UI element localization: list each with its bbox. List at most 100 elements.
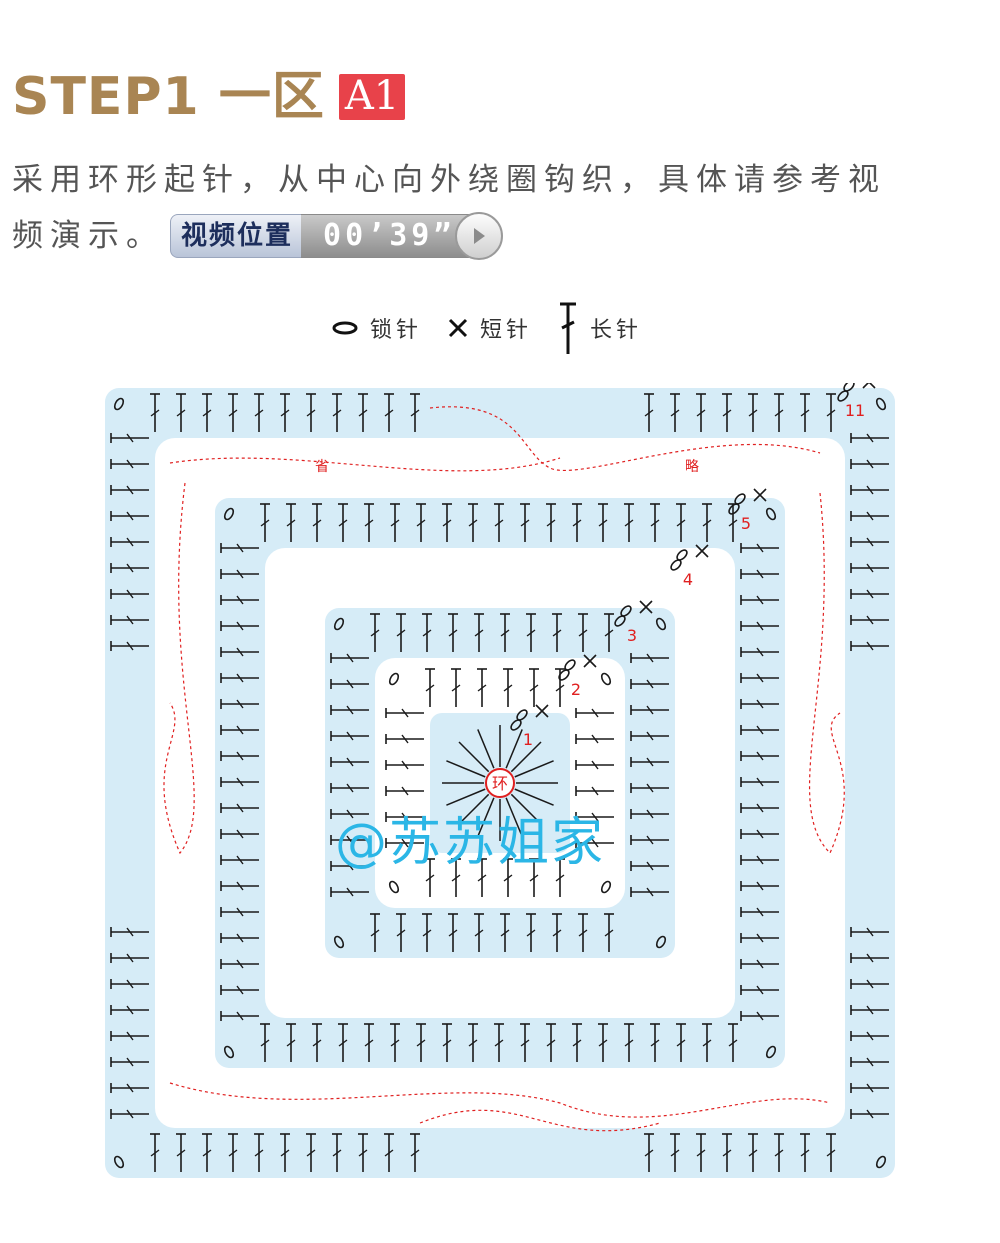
- dashed-swirl-top: [429, 406, 821, 472]
- dc-bar: [604, 629, 614, 637]
- dc-bar: [646, 783, 654, 793]
- round-number-11: 11: [845, 401, 865, 420]
- dc-bar: [422, 929, 432, 937]
- dc-bar: [756, 699, 764, 709]
- dc-bar: [286, 1039, 296, 1047]
- single-crochet: [862, 383, 876, 389]
- dc-bar: [236, 907, 244, 917]
- dc-bar: [254, 409, 264, 417]
- dc-bar: [644, 1149, 654, 1157]
- dc-bar: [228, 409, 238, 417]
- chain-stitch: [223, 1045, 235, 1059]
- chain-stitch: [765, 1045, 777, 1059]
- video-position-button[interactable]: 视频位置 00’39”: [170, 212, 504, 260]
- chain-stitch: [875, 1155, 887, 1169]
- dc-bar: [126, 459, 134, 469]
- dc-bar: [126, 615, 134, 625]
- dc-bar: [451, 684, 461, 692]
- dc-bar: [332, 409, 342, 417]
- radial-stitch: [477, 729, 495, 769]
- dc-bar: [676, 1039, 686, 1047]
- dc-bar: [866, 459, 874, 469]
- round-labels: 环1234511省略: [315, 401, 865, 793]
- video-position-label: 视频位置: [170, 214, 302, 258]
- dc-bar: [555, 684, 565, 692]
- dc-bar: [591, 786, 599, 796]
- dc-bar: [676, 519, 686, 527]
- radial-stitch: [505, 729, 523, 769]
- radial-stitch: [458, 741, 490, 773]
- play-icon[interactable]: [455, 212, 504, 260]
- magic-ring: [485, 768, 515, 798]
- dc-bar: [236, 881, 244, 891]
- dc-bar: [370, 629, 380, 637]
- single-crochet: [753, 488, 767, 502]
- dc-bar: [346, 679, 354, 689]
- dc-bar: [202, 1149, 212, 1157]
- chain-stitch: [837, 390, 849, 402]
- dc-bar: [442, 1039, 452, 1047]
- dc-bar: [756, 855, 764, 865]
- dc-bar: [624, 1039, 634, 1047]
- dc-bar: [410, 1149, 420, 1157]
- dc-bar: [604, 929, 614, 937]
- dc-bar: [572, 519, 582, 527]
- dc-bar: [591, 838, 599, 848]
- dc-bar: [598, 1039, 608, 1047]
- dashed-swirl-right: [808, 492, 845, 855]
- dc-bar: [670, 409, 680, 417]
- dc-bar: [390, 519, 400, 527]
- dc-bar: [401, 838, 409, 848]
- dc-bar: [756, 803, 764, 813]
- dc-bar: [866, 953, 874, 963]
- dc-bar: [494, 1039, 504, 1047]
- dc-bar: [396, 929, 406, 937]
- dc-bar: [126, 1057, 134, 1067]
- round-number-4: 4: [683, 570, 693, 589]
- dc-bar: [448, 629, 458, 637]
- dc-bar: [774, 1149, 784, 1157]
- dc-bar: [126, 1109, 134, 1119]
- dc-bar: [756, 829, 764, 839]
- chain-stitch: [113, 1155, 125, 1169]
- chain-stitch: [333, 935, 345, 949]
- radial-stitch: [510, 793, 542, 825]
- step-heading: STEP1 一区: [12, 67, 325, 127]
- chain-stitch: [510, 719, 522, 731]
- dc-bar: [591, 812, 599, 822]
- dc-bar: [722, 1149, 732, 1157]
- dc-bar: [254, 1149, 264, 1157]
- dc-bar: [236, 777, 244, 787]
- dc-bar: [578, 629, 588, 637]
- legend-double: 长针: [556, 300, 642, 356]
- dc-bar: [756, 777, 764, 787]
- dc-bar: [346, 835, 354, 845]
- stitch-legend: 锁针 短针 长针: [330, 300, 666, 356]
- chain-stitch: [765, 507, 777, 521]
- chain-stitch-icon: [332, 321, 358, 335]
- dc-bar: [702, 519, 712, 527]
- radial-stitch: [514, 788, 554, 806]
- dc-bar: [126, 433, 134, 443]
- chain-stitch: [655, 935, 667, 949]
- legend-single: 短针: [446, 312, 532, 344]
- single-crochet: [583, 654, 597, 668]
- dc-bar: [236, 543, 244, 553]
- dc-bar: [306, 1149, 316, 1157]
- dc-bar: [494, 519, 504, 527]
- dc-bar: [866, 485, 874, 495]
- dc-bar: [826, 409, 836, 417]
- dc-bar: [150, 1149, 160, 1157]
- dc-bar: [236, 1011, 244, 1021]
- dc-bar: [555, 874, 565, 882]
- dc-bar: [696, 409, 706, 417]
- dc-bar: [260, 519, 270, 527]
- round-number-3: 3: [627, 626, 637, 645]
- dc-bar: [552, 629, 562, 637]
- single-crochet: [639, 600, 653, 614]
- dc-bar: [756, 959, 764, 969]
- dc-bar: [236, 829, 244, 839]
- dc-bar: [756, 725, 764, 735]
- dc-bar: [451, 874, 461, 882]
- dc-bar: [384, 409, 394, 417]
